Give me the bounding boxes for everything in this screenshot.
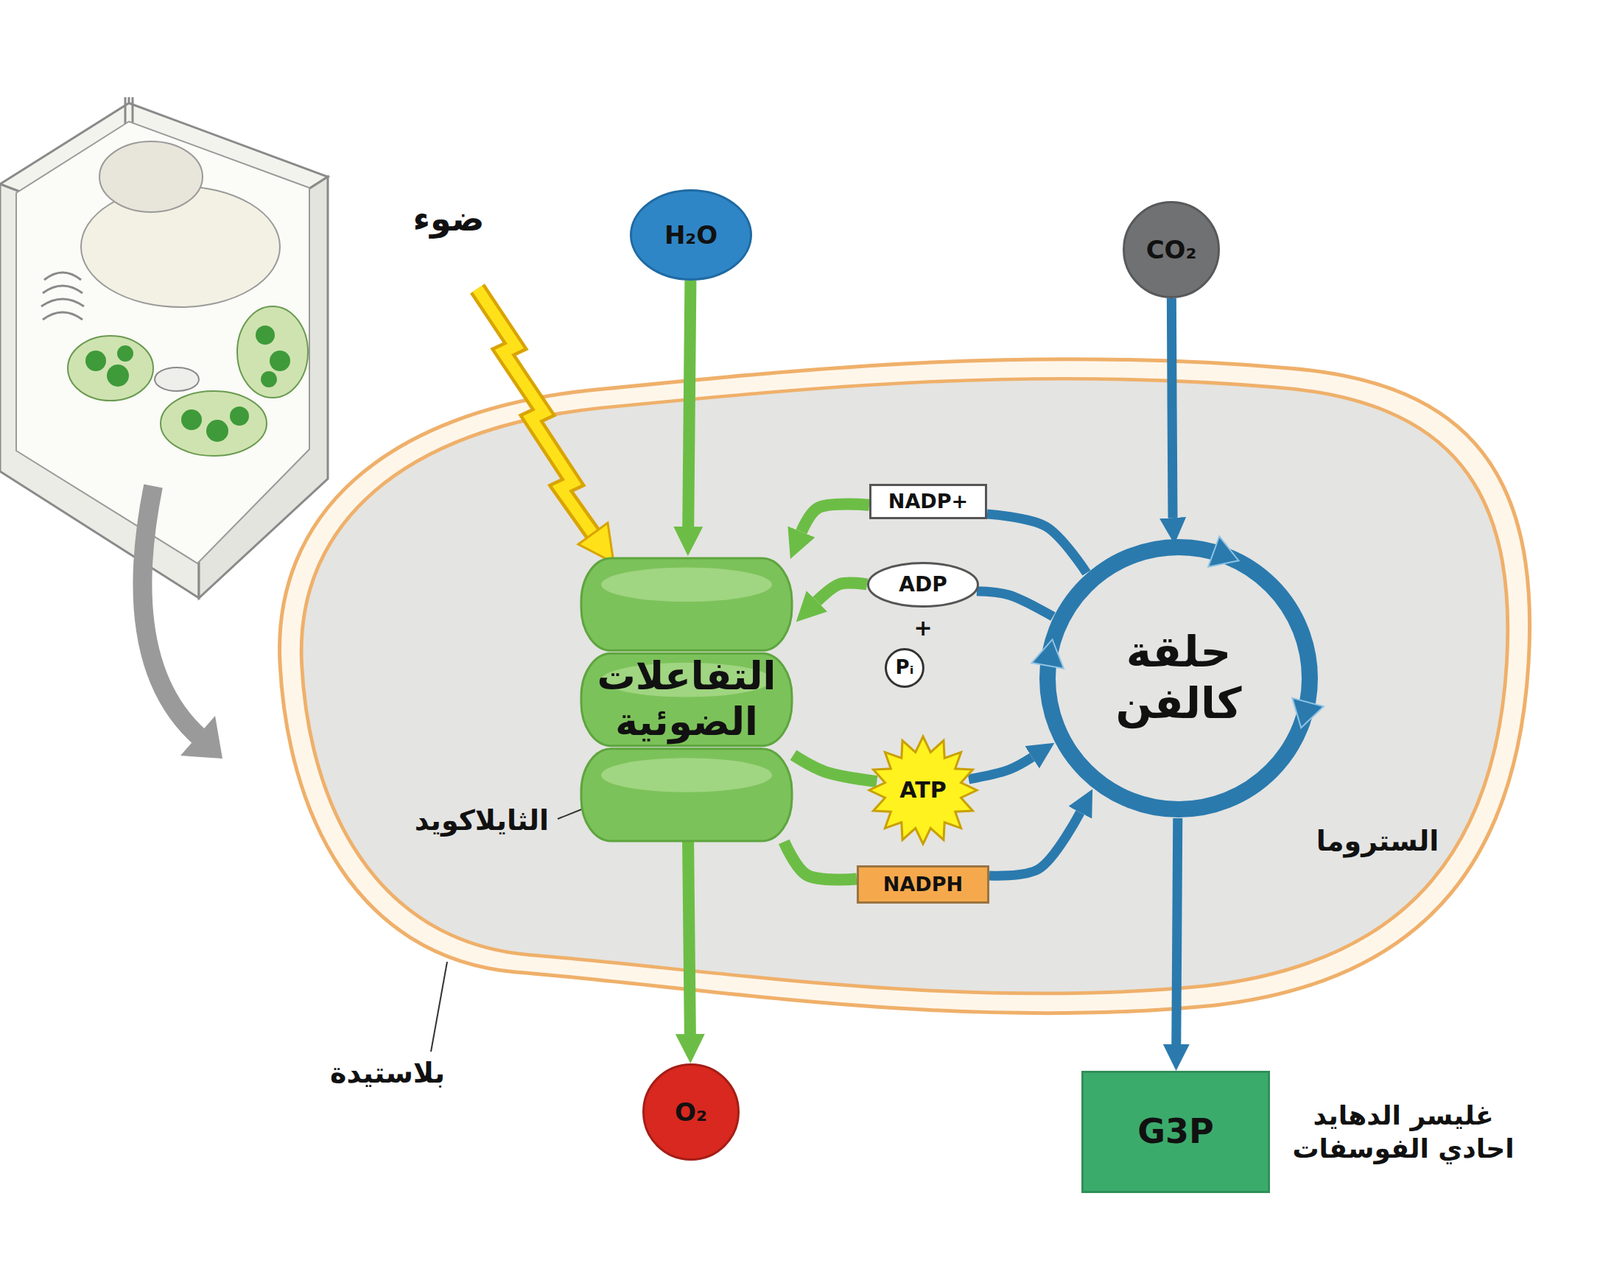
co2-circle: CO₂ bbox=[1122, 201, 1220, 299]
cell-chloroplast bbox=[237, 306, 308, 398]
light-label: ضوء bbox=[413, 198, 485, 241]
granum bbox=[85, 350, 107, 372]
g3p-box: G3P bbox=[1081, 1071, 1270, 1194]
flow-arrow bbox=[816, 582, 868, 602]
phosphate-circle: Pᵢ bbox=[884, 648, 925, 689]
mitochondrion bbox=[154, 367, 199, 392]
nucleus bbox=[99, 141, 203, 213]
flow-arrow bbox=[1171, 298, 1173, 518]
part-label: الثايلاكويد bbox=[414, 803, 549, 840]
flow-arrow bbox=[989, 812, 1080, 876]
leader-line bbox=[430, 962, 448, 1052]
zoom-arrowhead bbox=[180, 716, 223, 759]
node-text: NADP+ bbox=[888, 489, 968, 514]
leader-line bbox=[557, 808, 584, 820]
water-ellipse: H₂O bbox=[629, 189, 753, 281]
granum bbox=[106, 364, 129, 387]
granum bbox=[229, 406, 249, 426]
flow-arrow bbox=[1176, 818, 1178, 1045]
star-outline bbox=[869, 736, 977, 845]
atp-star: ATP bbox=[867, 735, 979, 846]
light-bolt-outline bbox=[477, 288, 594, 535]
cell-interior bbox=[16, 121, 310, 564]
disc-highlight bbox=[601, 758, 773, 793]
node-text: ATP bbox=[899, 777, 946, 804]
part-label: الستروما bbox=[1316, 824, 1440, 860]
chloroplast-inner-membrane bbox=[301, 378, 1508, 994]
adp-ellipse: ADP bbox=[867, 562, 980, 608]
light-bolt bbox=[477, 288, 594, 535]
ellipse-outline bbox=[631, 190, 752, 280]
chloroplast-outer-membrane bbox=[279, 359, 1531, 1014]
cycle-ring bbox=[1047, 547, 1310, 810]
disc-highlight bbox=[601, 567, 773, 603]
grana bbox=[85, 325, 291, 442]
thylakoid-stack: التفاعلات الضوئية bbox=[579, 556, 794, 842]
part-label: بلاستيدة bbox=[330, 1056, 445, 1092]
plus-sign: + bbox=[913, 614, 932, 643]
granum bbox=[181, 409, 202, 431]
granum bbox=[117, 345, 134, 362]
thylakoid-disc bbox=[581, 749, 792, 842]
flow-arrow bbox=[968, 757, 1033, 780]
granum bbox=[255, 325, 275, 345]
ellipse-outline bbox=[1124, 202, 1220, 298]
zoom-arrow bbox=[142, 486, 199, 737]
flow-arrow bbox=[783, 841, 857, 880]
node-text: حلقة كالفن bbox=[1097, 626, 1260, 730]
flow-arrow bbox=[976, 591, 1054, 617]
node-text: CO₂ bbox=[1146, 234, 1198, 266]
calvin-cycle-ring: حلقة كالفن bbox=[1038, 538, 1319, 819]
node-text: O₂ bbox=[674, 1097, 708, 1128]
node-text: Pᵢ bbox=[895, 656, 915, 680]
nadp-box: NADP+ bbox=[869, 483, 988, 520]
thylakoid-disc bbox=[581, 558, 792, 651]
granum bbox=[206, 419, 229, 442]
node-text: ADP bbox=[898, 572, 947, 598]
node-outline bbox=[579, 556, 794, 842]
ellipse-outline bbox=[643, 1065, 739, 1161]
box-outline bbox=[858, 867, 989, 904]
flow-arrow bbox=[688, 280, 691, 527]
cell-wall-edge bbox=[128, 97, 131, 104]
cell-chloroplast bbox=[160, 391, 267, 456]
flow-arrow bbox=[688, 841, 691, 1035]
flow-arrow bbox=[987, 514, 1087, 574]
ellipse-outline bbox=[868, 563, 979, 607]
light-bolt-head bbox=[578, 523, 614, 563]
box-outline bbox=[870, 485, 987, 519]
cycle-arrowhead bbox=[1032, 639, 1064, 669]
box-outline bbox=[1082, 1072, 1270, 1193]
cycle-arrowhead bbox=[1208, 536, 1239, 567]
oxygen-circle: O₂ bbox=[642, 1063, 740, 1161]
cell-wall-edge bbox=[124, 97, 127, 126]
golgi bbox=[41, 272, 84, 320]
node-text: NADPH bbox=[883, 872, 963, 897]
ellipse-outline bbox=[886, 649, 924, 688]
node-text: التفاعلات الضوئية bbox=[594, 653, 779, 746]
product-name: غليسر الدهايد احادي الفوسفات bbox=[1281, 1099, 1525, 1166]
cycle-arrowhead bbox=[1292, 698, 1324, 728]
cell-chloroplast bbox=[67, 335, 154, 401]
granum bbox=[260, 371, 277, 388]
node-text: H₂O bbox=[664, 220, 718, 251]
granum bbox=[269, 350, 291, 372]
node-text: G3P bbox=[1137, 1111, 1214, 1153]
thylakoid-disc bbox=[581, 653, 792, 746]
nadph-box: NADPH bbox=[856, 865, 990, 904]
flow-arrow bbox=[801, 504, 870, 532]
flow-arrow bbox=[793, 755, 877, 782]
